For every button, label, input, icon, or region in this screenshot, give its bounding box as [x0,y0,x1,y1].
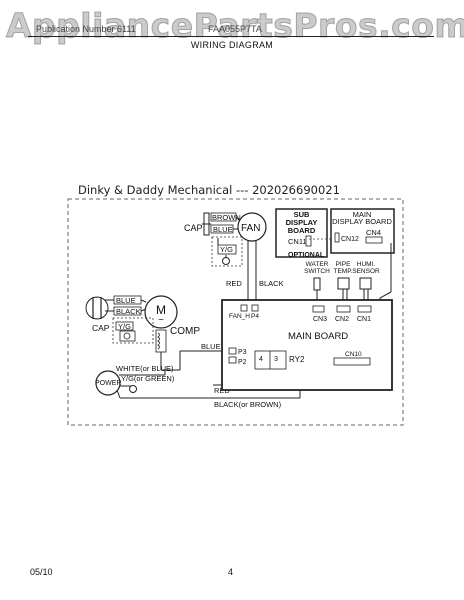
cn1-label: CN1 [357,316,371,323]
power-label: POWER [95,380,121,387]
pipe-temp-line1: PIPE [336,261,351,268]
cn3-label: CN3 [313,316,327,323]
cn12-label: CN12 [341,236,359,243]
p2-terminal [228,356,237,364]
fan-brown-label: BROWN [212,213,241,222]
comp-cap-label: CAP [92,323,110,333]
cn2-connector [336,305,351,313]
cn4-connector [365,236,383,244]
power-ground-symbol [129,385,137,393]
comp-overload [155,329,167,353]
water-switch-line1: WATER [306,261,329,268]
sub-display-line2: DISPLAY [286,218,318,227]
ry-terminal-3: 3 [274,356,278,363]
comp-blue-label: BLUE [116,296,136,305]
water-switch-line2: SWITCH [304,268,330,275]
ry2-label: RY2 [289,355,305,364]
humi-sensor-line2: SENSOR [352,268,380,275]
cn11-label: CN11 [288,237,307,246]
pipe-temp-line2: TEMP. [333,268,352,275]
watermark: AppliancePartsPros.com [6,6,464,46]
comp-ground-box [112,317,154,344]
page-number: 4 [228,567,234,577]
fan-h-label: FAN_H [229,313,250,320]
fan-capacitor [202,212,211,236]
white-blue-label: WHITE(or BLUE) [116,364,174,373]
water-switch [313,277,321,291]
model-number: FAA055P7TA [208,24,262,34]
comp-capacitor [85,296,109,320]
cn10-connector [333,357,371,366]
fan-blue-label: BLUE [213,225,233,234]
cn1-connector [357,305,372,313]
header-rule [28,36,434,37]
blue-p3-label: BLUE [201,342,221,351]
cn4-label: CN4 [366,228,381,237]
comp-yg-label: Y/G [118,322,131,331]
cn10-label: CN10 [345,351,362,358]
humidity-sensor [359,277,372,290]
power-plug [95,370,121,396]
p3-label: P3 [238,349,247,356]
cn12-connector [334,232,340,243]
fan-h-terminal [240,304,248,312]
publication-label: Publication Number 6111 [36,24,136,34]
fan-ground-symbol [222,257,230,265]
sub-display-line3: BOARD [288,226,316,235]
ry-terminal-4: 4 [259,356,263,363]
humi-sensor-line1: HUMI. [357,261,376,268]
fan-motor [237,212,267,242]
p3-terminal [228,347,237,355]
main-display-board [330,208,395,254]
main-display-line1: MAIN [353,210,372,219]
sub-display-line1: SUB [294,210,310,219]
comp-m-label: M [156,303,166,317]
comp-black-label: BLACK [116,307,141,316]
relay-ry2 [254,350,287,370]
cn3-connector [312,305,325,313]
yg-green-label: Y/G(or GREEN) [121,374,175,383]
fan-label: FAN [241,223,260,234]
p2-label: P2 [238,359,247,366]
p4-label: P4 [251,313,259,320]
page-subtitle: WIRING DIAGRAM [190,40,274,50]
main-display-line2: DISPLAY BOARD [332,217,392,226]
cn11-connector [305,235,312,247]
main-board [221,299,393,391]
cn2-label: CN2 [335,316,349,323]
black-wire-label: BLACK [259,279,284,288]
sub-display-board [275,208,328,258]
main-board-label: MAIN BOARD [288,331,348,342]
red-wire-label: RED [226,279,242,288]
p4-terminal [251,304,259,312]
pipe-temp-sensor [337,277,350,290]
comp-tilde-label: ~ [158,315,164,326]
optional-label: OPTIONAL [288,252,325,259]
footer-date: 05/10 [30,567,53,577]
fan-yg-label: Y/G [220,245,233,254]
comp-ground-symbol [123,332,131,340]
fan-ground-box [211,236,243,267]
diagram-border [67,198,404,426]
comp-label: COMP [170,326,200,337]
fan-cap-label: CAP [184,223,203,233]
diagram-credit: Dinky & Daddy Mechanical --- 20202669002… [78,183,340,197]
black-brown-label: BLACK(or BROWN) [214,400,282,409]
